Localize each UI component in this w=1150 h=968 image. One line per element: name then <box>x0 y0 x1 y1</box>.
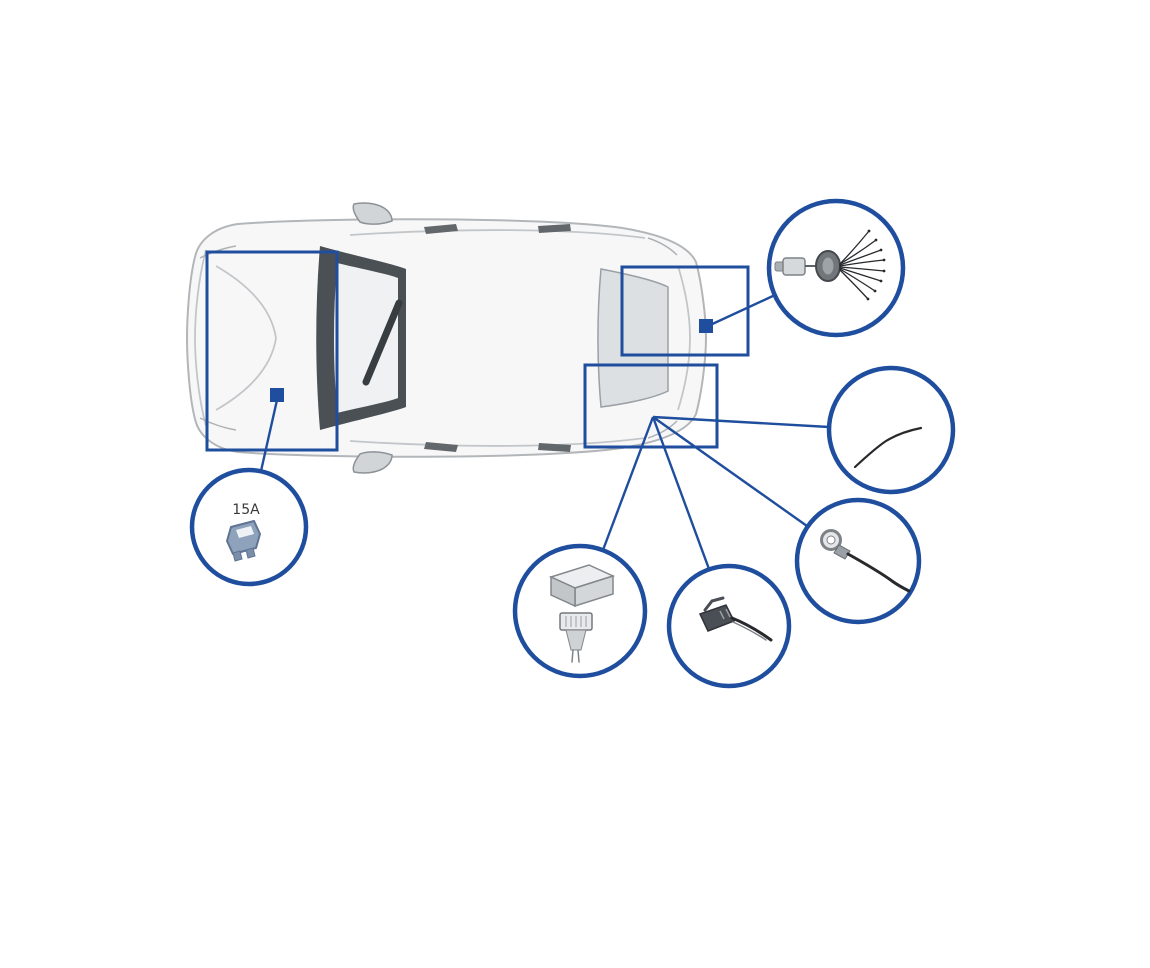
hood-crease <box>215 265 277 411</box>
harness-grommet-icon <box>774 229 886 301</box>
single-wire-icon <box>853 426 923 469</box>
side-mirror-top <box>352 202 393 225</box>
roof-rail-mount <box>538 443 571 452</box>
leader-to-control-module <box>601 416 655 551</box>
roof-rail-mount <box>538 224 571 233</box>
side-mirror-bottom <box>352 451 393 474</box>
callout-circle-connector-plug <box>666 563 792 689</box>
connector-plug-icon <box>698 596 773 642</box>
roof-rail-mount <box>424 224 458 234</box>
marker-hood-fuse <box>270 388 284 402</box>
leader-to-connector-plug <box>651 416 711 570</box>
leader-to-ring-terminal <box>652 416 808 527</box>
leader-to-harness-grommet <box>707 293 776 328</box>
rear-window <box>597 268 669 408</box>
highlight-rect-rear-center-area <box>583 363 719 449</box>
control-module-icon <box>548 564 616 663</box>
tail-line-top <box>647 237 678 256</box>
fuse-icon <box>226 520 261 562</box>
roof-rail-mount <box>424 442 458 452</box>
roof-edge-top <box>349 229 646 239</box>
wiper <box>362 299 403 386</box>
highlight-rect-rear-right-area <box>620 265 750 357</box>
windshield-glass <box>334 263 398 413</box>
ring-terminal-icon <box>820 529 911 593</box>
headlight-line-bottom <box>199 417 237 431</box>
leader-to-single-wire <box>652 415 830 429</box>
roof-edge-bottom <box>349 437 646 447</box>
highlight-rect-hood-area <box>205 250 339 452</box>
marker-rear-grommet <box>699 319 713 333</box>
rear-hatch-line <box>677 265 691 411</box>
front-bumper-line <box>194 249 207 427</box>
callout-circle-control-module <box>512 543 648 679</box>
vehicle-top-view <box>185 202 708 474</box>
callout-circle-single-wire <box>826 365 956 495</box>
leader-to-fuse <box>259 399 279 472</box>
fuse-amperage-label: 15A <box>232 502 260 518</box>
tail-line-bottom <box>647 420 678 439</box>
